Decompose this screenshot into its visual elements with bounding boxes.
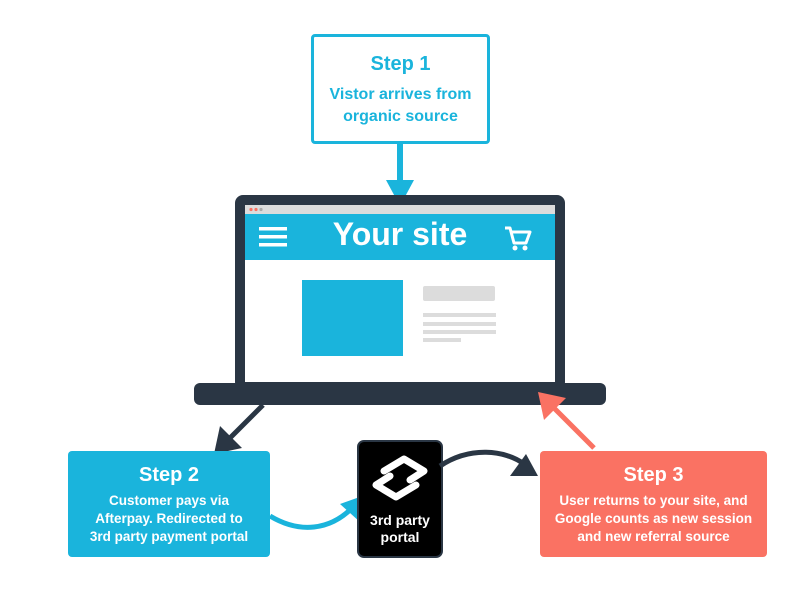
arrow-step2-to-portal: [268, 494, 368, 530]
afterpay-logo-icon: [372, 455, 428, 501]
step2-line: Customer pays via: [108, 493, 230, 508]
portal-line: 3rd party: [370, 512, 430, 528]
site-text-heading: [423, 286, 495, 301]
step1-title: Step 1: [370, 53, 431, 75]
arrow-site-to-step2: [214, 403, 265, 454]
browser-bar: [245, 205, 555, 214]
portal-label: 3rd party portal: [360, 512, 440, 546]
portal-device: [357, 440, 443, 558]
arrow-portal-to-step3: [438, 449, 538, 476]
step1-line: Vistor arrives from: [329, 86, 472, 103]
site-image-placeholder: [302, 280, 403, 356]
laptop-base: [194, 383, 606, 405]
step1-description: Vistor arrives from organic source: [314, 84, 487, 128]
step3-line: Google counts as new session: [554, 511, 753, 526]
site-text-line: [423, 322, 496, 326]
step2-line: Afterpay. Redirected to: [95, 511, 243, 526]
site-header: [245, 214, 555, 260]
step3-title: Step 3: [623, 464, 684, 486]
browser-dot-icon: [254, 207, 258, 212]
step2-line: 3rd party payment portal: [89, 529, 249, 544]
portal-line: portal: [380, 529, 420, 545]
site-title: Your site: [332, 216, 468, 252]
browser-dot-icon: [259, 207, 263, 212]
step3-line: User returns to your site, and: [559, 493, 748, 508]
step2-title: Step 2: [138, 464, 200, 486]
hamburger-menu-icon: [259, 227, 287, 247]
step3-description: User returns to your site, and Google co…: [540, 492, 767, 546]
laptop: [194, 195, 606, 405]
step3-line: and new referral source: [577, 529, 730, 544]
browser-dot-icon: [249, 207, 253, 212]
site-text-line: [423, 338, 461, 342]
step1-line: organic source: [343, 108, 458, 125]
step3-box: Step 3 User returns to your site, and Go…: [540, 451, 767, 557]
step2-description: Customer pays via Afterpay. Redirected t…: [68, 492, 270, 546]
site-text-line: [423, 330, 496, 334]
step2-box: Step 2 Customer pays via Afterpay. Redir…: [68, 451, 270, 557]
arrow-step1-to-site: [386, 144, 414, 206]
shopping-cart-icon: [505, 226, 532, 251]
site-text-line: [423, 313, 496, 317]
step1-box: Step 1 Vistor arrives from organic sourc…: [311, 34, 490, 144]
arrow-step3-to-site: [538, 392, 596, 450]
